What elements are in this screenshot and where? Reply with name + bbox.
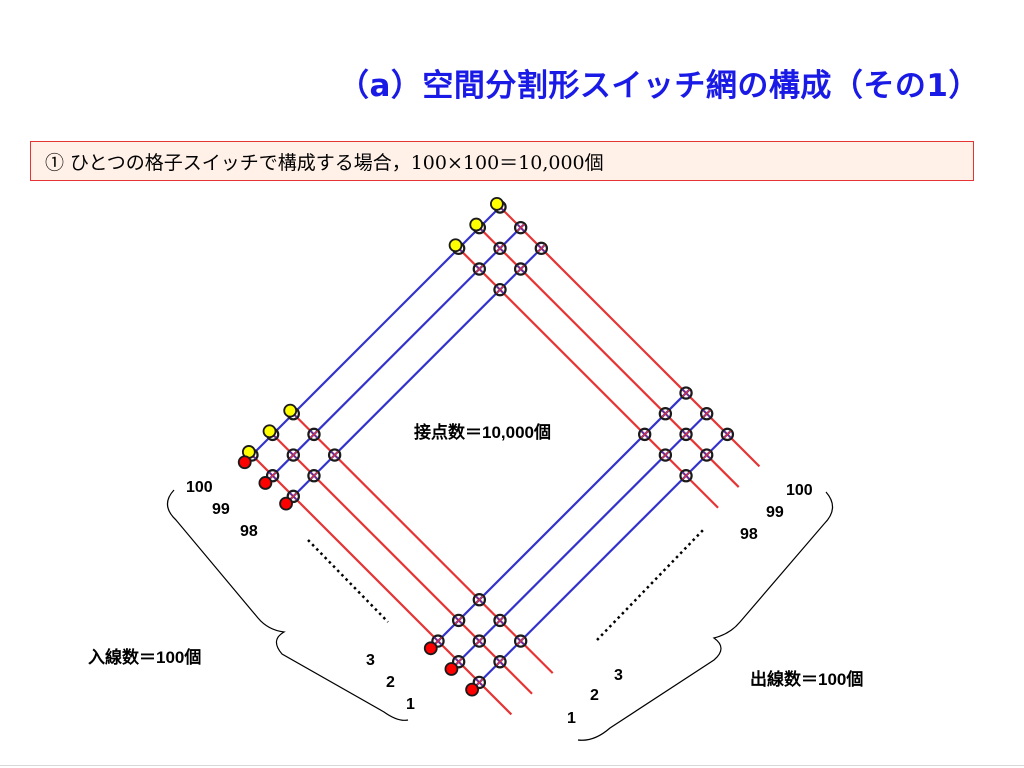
crosspoint-99-2 [679,427,693,442]
crosspoint-100-98 [534,241,549,256]
output-label-100: 100 [786,482,813,499]
input-ellipsis-dots [307,539,389,623]
output-label-99: 99 [766,504,784,521]
crosspoint-100-3 [679,386,693,400]
output-label-98: 98 [740,526,758,543]
crosspoint-2-99 [286,448,300,462]
output-brace [577,491,834,741]
subtitle-box: ① ひとつの格子スイッチで構成する場合，100×100＝10,000個 [30,141,974,181]
output-line-99 [264,223,525,484]
input-label-100: 100 [186,479,213,496]
output-line-1 [471,430,732,691]
bottom-rule [0,765,1024,766]
output-terminal-1 [465,682,479,697]
crosspoint-2-3 [451,613,466,628]
output-terminal-100 [237,455,252,470]
crosspoint-98-3 [637,427,652,442]
output-terminal-3 [423,641,438,656]
crosspoint-1-1 [472,675,487,690]
input-label-98: 98 [240,523,258,540]
output-line-98 [285,244,546,505]
input-line-99 [475,223,740,488]
crosspoint-2-98 [307,469,321,483]
crosspoint-3-3 [472,593,487,607]
crosspoint-99-1 [700,448,714,462]
input-terminal-100 [489,196,504,211]
output-label-3: 3 [614,667,623,684]
output-terminal-2 [444,662,459,676]
crosspoint-100-1 [720,427,735,442]
crosspoints-layer [245,200,735,690]
slide-title: （a）空間分割形スイッチ網の構成（その1） [338,68,980,104]
input-terminal-99 [469,217,484,232]
input-label-1: 1 [406,696,415,713]
crosspoint-99-3 [658,407,673,421]
output-line-2 [450,409,711,670]
crosspoint-3-2 [493,613,507,628]
output-label-2: 2 [590,687,599,704]
input-line-2 [268,430,533,695]
crosspoint-99-98 [513,262,528,276]
output-terminal-98 [279,496,293,511]
input-line-98 [454,244,719,509]
crosspoint-98-99 [472,262,487,276]
input-line-1 [248,451,513,716]
input-terminal-98 [448,238,463,253]
crosspoint-3-1 [513,634,528,648]
crosspoint-98-2 [658,448,673,462]
input-brace [166,489,409,721]
terminals-layer [237,196,504,697]
output-terminal-99 [258,476,273,490]
crosspoint-100-2 [700,407,714,421]
input-label-99: 99 [212,501,230,518]
contact-count-label: 接点数＝10,000個 [414,422,551,442]
output-lines-label: 出線数＝100個 [750,669,863,689]
input-terminal-3 [283,403,298,418]
input-line-3 [289,409,554,674]
crosspoint-2-2 [472,634,487,648]
crosspoint-99-99 [493,241,507,256]
input-label-3: 3 [366,652,375,669]
input-label-2: 2 [386,674,395,691]
subtitle-text: ① ひとつの格子スイッチで構成する場合，100×100＝10,000個 [45,152,604,174]
output-ellipsis-dots [596,527,706,641]
crosspoint-3-98 [327,448,342,462]
crosspoint-2-1 [493,655,507,669]
crosspoint-100-99 [513,220,528,235]
crosspoint-3-99 [307,427,321,442]
crosspoint-98-1 [679,469,693,483]
lines-layer [243,203,761,716]
crosspoint-98-98 [493,282,507,297]
input-terminal-2 [262,424,277,439]
input-lines-label: 入線数＝100個 [88,647,201,667]
output-label-1: 1 [567,710,576,727]
